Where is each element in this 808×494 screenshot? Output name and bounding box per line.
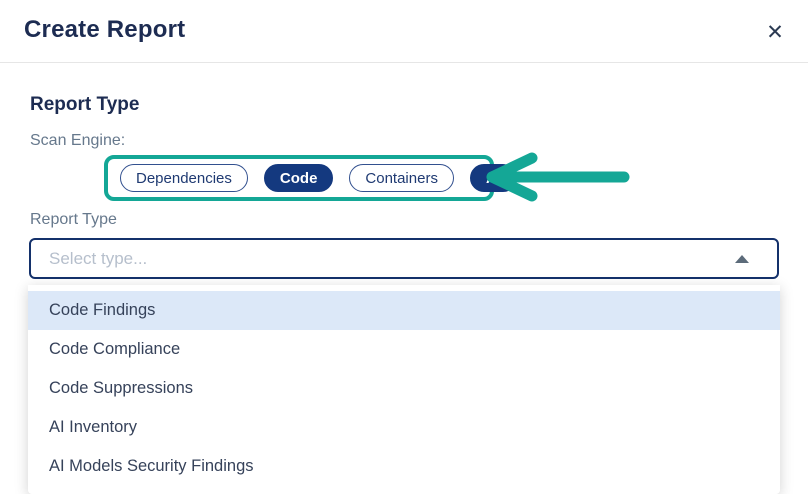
scan-engine-pill-code[interactable]: Code [263,164,334,192]
scan-engine-pill-containers[interactable]: Containers [349,164,454,192]
close-icon[interactable]: ✕ [760,17,790,47]
dropdown-option-code-suppressions[interactable]: Code Suppressions [49,379,194,397]
dropdown-option-code-findings[interactable]: Code Findings [28,291,780,330]
chevron-up-icon[interactable] [735,254,749,263]
dropdown-option-ai-models-security-findings[interactable]: AI Models Security Findings [49,457,254,475]
report-type-section-heading: Report Type [30,94,140,115]
report-type-field-label: Report Type [30,211,117,228]
header-divider [0,62,808,63]
annotation-arrow-icon [486,152,630,202]
scan-engine-label: Scan Engine: [30,132,126,149]
report-type-select-placeholder: Select type... [49,248,148,268]
modal-title: Create Report [24,16,186,43]
dropdown-option-code-compliance[interactable]: Code Compliance [49,340,181,358]
scan-engine-highlight-frame: Dependencies Code Containers AI [104,155,517,201]
report-type-dropdown-panel: Code Findings Code Compliance Code Suppr… [28,285,780,494]
scan-engine-pill-dependencies[interactable]: Dependencies [120,164,248,192]
dropdown-option-ai-inventory[interactable]: AI Inventory [49,418,138,436]
report-type-select[interactable]: Select type... [29,238,779,279]
